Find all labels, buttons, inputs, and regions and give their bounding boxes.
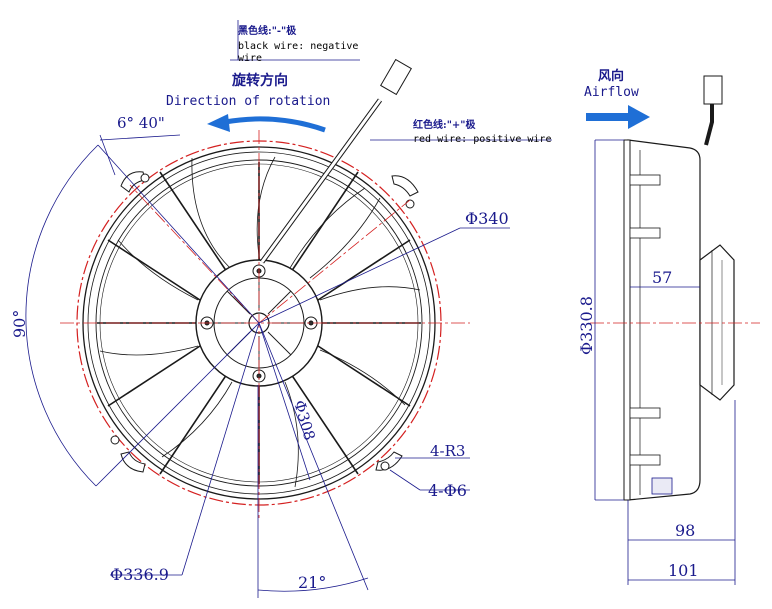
airflow-arrow-shaft [586,113,628,121]
side-label-plate [651,477,673,495]
mount-hole-bl [110,435,120,445]
side-cable [704,104,714,146]
hub-screws [200,264,318,383]
side-view [586,75,760,585]
rotation-arrowhead [207,114,230,132]
airflow-arrowhead [628,105,650,129]
dim-57-label: 57 [652,268,672,287]
wire-connector [380,58,412,96]
dia-340-label: Φ340 [465,209,509,228]
mount-tab-top-right [391,175,419,197]
angle-90-label: 90° [10,310,29,338]
dia-330-label: Φ330.8 [577,296,596,355]
center-lines [60,130,470,520]
airflow-en-label: Airflow [584,85,639,100]
black-wire-en-label: black wire: negative [238,41,358,52]
red-wire-cn-label: 红色线:"+"极 [413,118,476,131]
rotation-arrow [224,116,326,133]
side-dimensions [594,139,736,585]
rotation-cn-label: 旋转方向 [231,72,288,89]
dia-336-label: Φ336.9 [110,565,169,584]
mounting-tabs [110,171,419,473]
black-wire-cn-label: 黑色线:"-"极 [238,24,297,37]
labels: 黑色线:"-"极 black wire: negative wire 旋转方向 … [10,24,699,592]
r3-label: 4-R3 [430,442,465,460]
black-wire-en2-label: wire [238,53,262,64]
mount-tab-bottom-left [120,451,146,473]
side-frame [627,139,701,501]
angle-21-label: 21° [298,573,326,592]
dim-101-label: 101 [668,561,699,580]
mount-hole-br [380,461,390,471]
side-flange [623,139,631,501]
mount-hole-tr [405,199,415,209]
side-clips [629,174,661,466]
wire-leaders [230,20,552,141]
side-connector [703,75,723,105]
rotation-en-label: Direction of rotation [166,94,330,109]
airflow-cn-label: 风向 [598,68,624,84]
angle-small-label: 6° 40" [117,114,165,132]
holes-label: 4-Φ6 [428,481,467,500]
dim-98-label: 98 [675,521,695,540]
mount-hole-tl [140,173,150,183]
dimension-lines [25,134,510,598]
dia-308-label: Φ308 [290,398,319,442]
side-motor [699,244,735,401]
front-view [25,20,552,598]
red-wire-en-label: red wire: positive wire [413,134,551,145]
